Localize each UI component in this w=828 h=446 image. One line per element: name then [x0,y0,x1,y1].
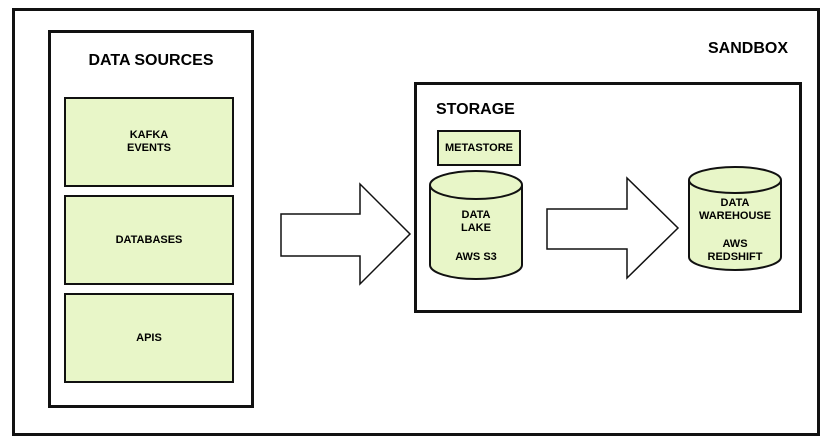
source-apis: APIS [64,293,234,383]
data-lake-label: DATA LAKE [461,209,491,234]
data-warehouse-label: DATA WAREHOUSE [698,197,772,222]
flow-arrow-sources-to-storage [280,182,412,286]
storage-title: STORAGE [436,101,515,118]
data-lake-cylinder [429,170,523,280]
data-sources-title: DATA SOURCES [88,52,214,69]
data-lake-sub-label: AWS S3 [455,251,497,263]
data-sources-container [48,30,254,408]
source-databases: DATABASES [64,195,234,285]
data-warehouse-sub-label: AWS REDSHIFT [707,238,763,263]
sandbox-container [12,8,820,436]
source-kafka-events: KAFKA EVENTS [64,97,234,187]
storage-container [414,82,802,313]
sandbox-label: SANDBOX [707,40,788,57]
data-warehouse-cylinder [688,166,782,271]
metastore-box: METASTORE [437,130,521,166]
flow-arrow-lake-to-warehouse [546,176,680,280]
